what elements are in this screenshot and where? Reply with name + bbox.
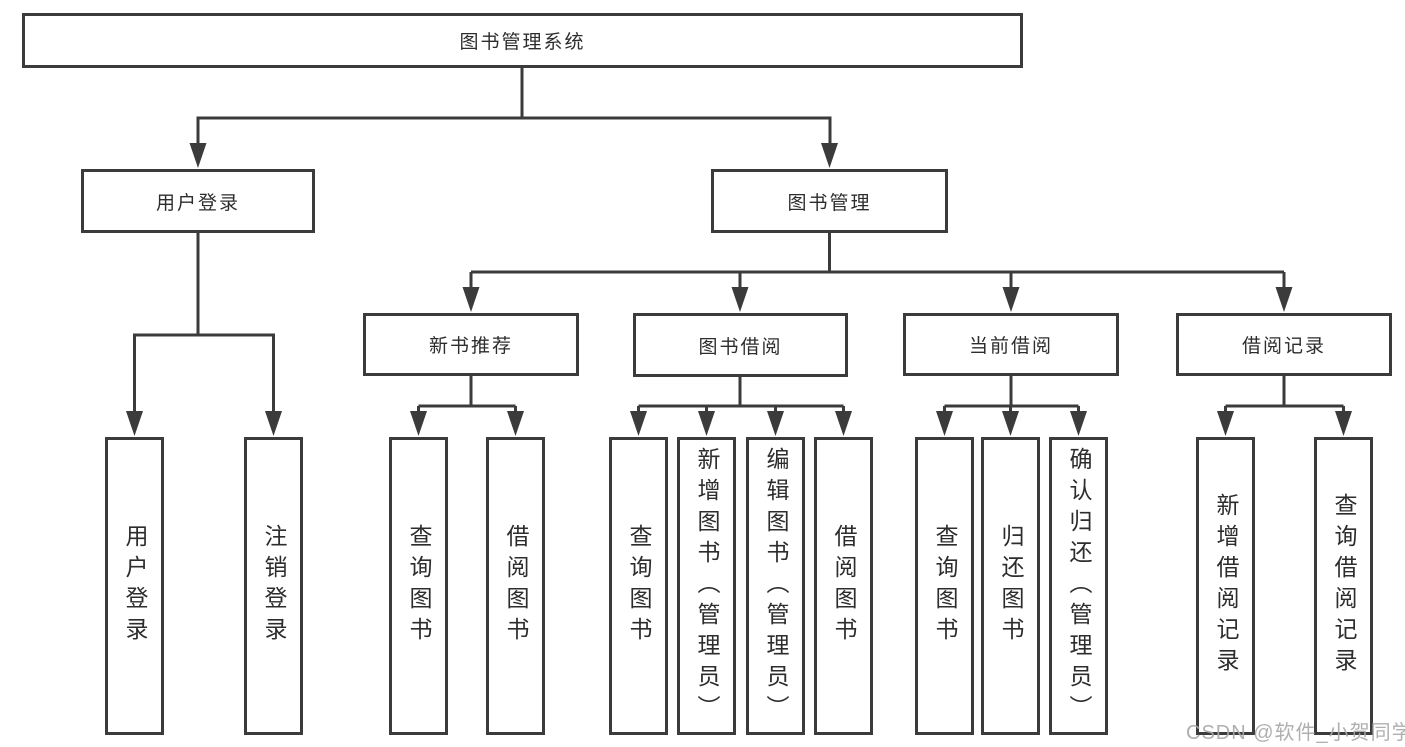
leaf-user-login-label: 用户登录 (122, 524, 148, 648)
leaf-add-books-admin: 新增图书（管理员） (677, 437, 736, 735)
csdn-watermark: CSDN @软件_小贺同学 (1186, 722, 1405, 744)
leaf-borrow-books: 借阅图书 (814, 437, 873, 735)
leaf-query-borrow-record-label: 查询借阅记录 (1331, 493, 1357, 679)
node-book-borrow-label: 图书借阅 (698, 336, 783, 358)
leaf-recommend-query-books-label: 查询图书 (406, 524, 432, 648)
node-user-login-label: 用户登录 (155, 192, 240, 214)
leaf-add-books-admin-label: 新增图书（管理员） (694, 446, 720, 726)
leaf-current-query-books-label: 查询图书 (932, 524, 958, 648)
node-root-label: 图书管理系统 (459, 32, 586, 53)
node-current-borrow-label: 当前借阅 (968, 336, 1053, 357)
leaf-edit-books-admin: 编辑图书（管理员） (746, 437, 805, 735)
leaf-borrow-books-label: 借阅图书 (831, 524, 857, 648)
node-current-borrow: 当前借阅 (903, 313, 1119, 376)
leaf-borrow-query-books-label: 查询图书 (626, 524, 652, 648)
leaf-confirm-return-admin: 确认归还（管理员） (1049, 437, 1108, 735)
leaf-recommend-query-books: 查询图书 (389, 437, 448, 735)
leaf-recommend-borrow-books-label: 借阅图书 (503, 524, 529, 648)
node-book-borrow: 图书借阅 (633, 313, 848, 377)
node-new-book-recommend: 新书推荐 (363, 313, 579, 376)
leaf-edit-books-admin-label: 编辑图书（管理员） (763, 446, 789, 726)
leaf-add-borrow-record-label: 新增借阅记录 (1213, 493, 1239, 679)
leaf-borrow-query-books: 查询图书 (609, 437, 668, 735)
leaf-return-books: 归还图书 (981, 437, 1040, 735)
leaf-current-query-books: 查询图书 (915, 437, 974, 735)
node-book-management: 图书管理 (711, 169, 948, 233)
leaf-query-borrow-record: 查询借阅记录 (1314, 437, 1373, 735)
node-new-book-recommend-label: 新书推荐 (428, 336, 513, 357)
leaf-add-borrow-record: 新增借阅记录 (1196, 437, 1255, 735)
node-book-management-label: 图书管理 (787, 192, 872, 214)
leaf-recommend-borrow-books: 借阅图书 (486, 437, 545, 735)
leaf-logout: 注销登录 (244, 437, 303, 735)
leaf-confirm-return-admin-label: 确认归还（管理员） (1066, 446, 1092, 726)
node-borrow-records: 借阅记录 (1176, 313, 1392, 376)
leaf-user-login: 用户登录 (105, 437, 164, 735)
leaf-logout-label: 注销登录 (261, 524, 287, 648)
node-user-login: 用户登录 (81, 169, 315, 233)
leaf-return-books-label: 归还图书 (998, 524, 1024, 648)
node-borrow-records-label: 借阅记录 (1241, 336, 1326, 357)
node-root: 图书管理系统 (22, 13, 1023, 68)
arrow-heads (126, 143, 1352, 436)
